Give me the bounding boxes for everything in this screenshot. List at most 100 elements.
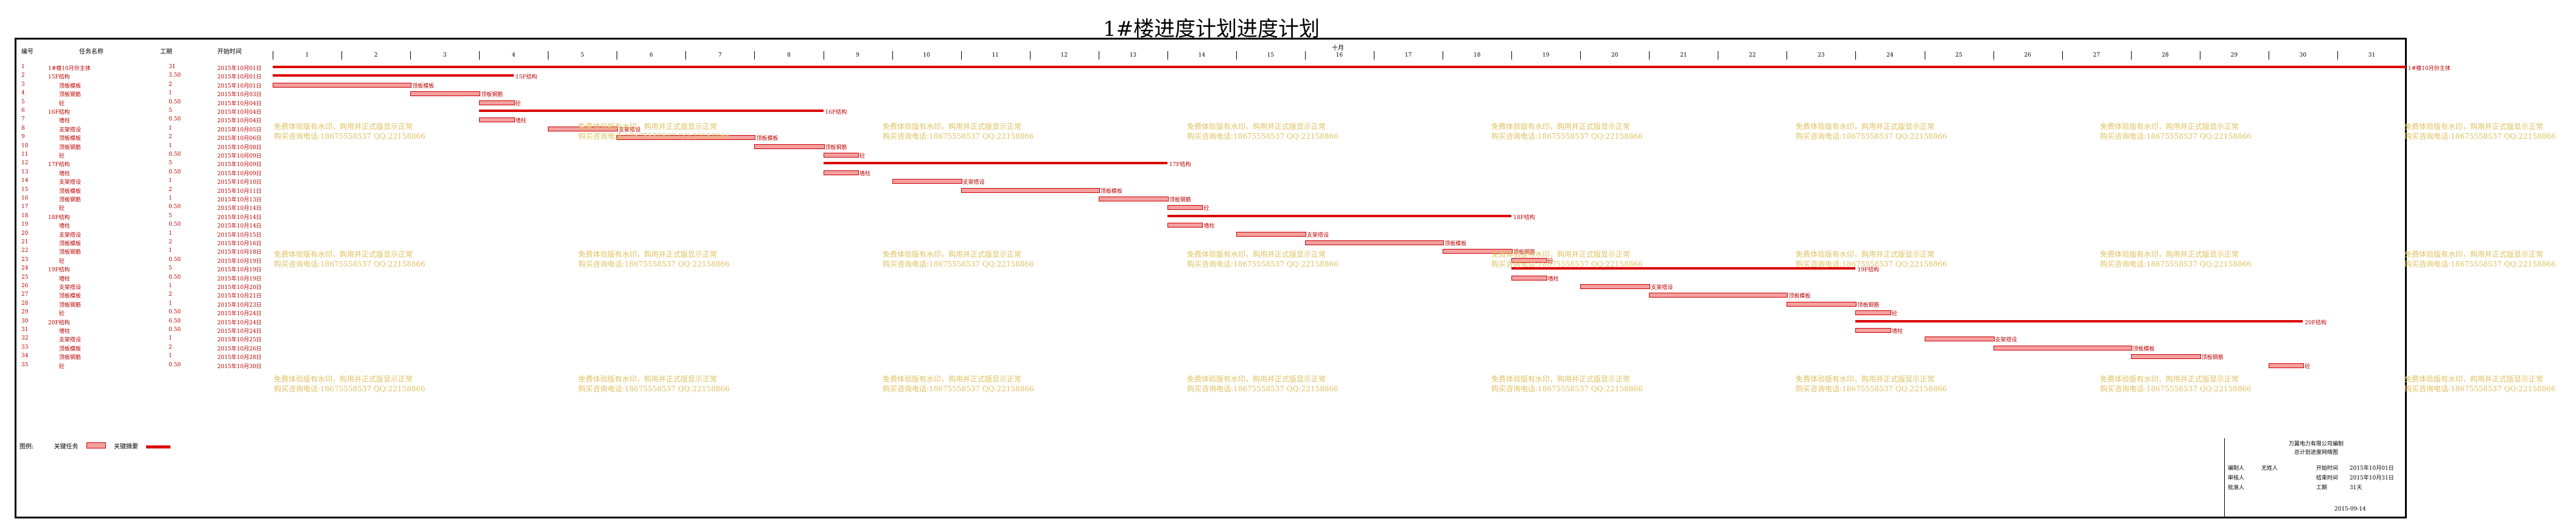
task-name: 支架搭设 [59, 232, 82, 239]
task-name: 顶板模板 [59, 293, 82, 300]
task-bar[interactable] [1855, 328, 1891, 333]
task-bar[interactable] [1855, 310, 1891, 316]
summary-bar[interactable] [1855, 319, 2303, 323]
task-bar[interactable] [1098, 197, 1169, 201]
task-bar[interactable] [1787, 301, 1857, 307]
day-label: 5 [580, 52, 584, 58]
day-gridline [1511, 51, 1513, 60]
task-bar[interactable] [1167, 205, 1203, 211]
task-bar[interactable] [273, 82, 412, 88]
task-bar[interactable] [1924, 336, 1995, 342]
task-bar[interactable] [892, 179, 962, 184]
task-bar[interactable] [548, 126, 618, 131]
day-gridline [2062, 51, 2063, 60]
task-bar[interactable] [1167, 223, 1203, 228]
task-no: 7 [21, 116, 25, 123]
gantt-frame [15, 38, 2407, 518]
day-gridline [1580, 51, 1581, 60]
task-duration: 0.50 [169, 221, 181, 228]
watermark: 免费体验版有水印，购用并正式版显示正常购买咨询电话:18675558537 QQ… [1187, 375, 1339, 393]
task-bar[interactable] [2268, 363, 2305, 368]
task-bar[interactable] [1649, 293, 1788, 298]
summary-bar[interactable] [479, 110, 824, 112]
task-name: 支架搭设 [59, 285, 82, 291]
task-duration: 1 [169, 195, 172, 201]
task-bar[interactable] [479, 100, 515, 105]
task-no: 30 [21, 318, 29, 324]
task-bar[interactable] [754, 144, 825, 149]
task-bar[interactable] [2130, 354, 2201, 360]
task-bar[interactable] [1580, 284, 1651, 289]
task-bar[interactable] [1511, 257, 1547, 263]
watermark: 免费体验版有水印，购用并正式版显示正常购买咨询电话:18675558537 QQ… [1491, 122, 1643, 141]
summary-bar[interactable] [273, 74, 514, 77]
task-start: 2015年10月14日 [217, 214, 262, 221]
summary-bar[interactable] [273, 66, 2406, 68]
task-bar[interactable] [823, 153, 859, 158]
task-start: 2015年10月14日 [217, 223, 262, 230]
task-no: 14 [21, 178, 29, 184]
watermark: 免费体验版有水印，购用并正式版显示正常购买咨询电话:18675558537 QQ… [883, 375, 1034, 393]
task-bar[interactable] [1993, 345, 2132, 350]
task-start: 2015年10月04日 [217, 100, 262, 107]
day-gridline [2337, 51, 2338, 60]
task-bar[interactable] [961, 187, 1100, 193]
task-bar[interactable] [823, 170, 859, 175]
info-value: 2015年10月01日 [2350, 465, 2394, 472]
task-bar[interactable] [410, 91, 481, 97]
task-no: 3 [21, 81, 25, 88]
task-bar[interactable] [1511, 275, 1547, 281]
day-gridline [754, 51, 755, 60]
task-name: 顶板钢筋 [59, 302, 82, 309]
task-bar[interactable] [1304, 240, 1444, 245]
task-bar[interactable] [1236, 231, 1306, 237]
summary-bar[interactable] [1167, 214, 1512, 217]
task-bar[interactable] [1443, 249, 1513, 254]
task-start: 2015年10月19日 [217, 267, 262, 274]
task-duration: 3.50 [169, 72, 181, 79]
task-bar[interactable] [479, 117, 515, 123]
summary-bar[interactable] [1511, 267, 1856, 270]
day-label: 15 [1267, 52, 1275, 58]
day-label: 16 [1335, 52, 1343, 58]
day-label: 26 [2024, 52, 2031, 58]
col-header-start: 开始时间 [217, 49, 242, 55]
task-bar[interactable] [617, 135, 756, 141]
summary-bar[interactable] [823, 162, 1167, 165]
